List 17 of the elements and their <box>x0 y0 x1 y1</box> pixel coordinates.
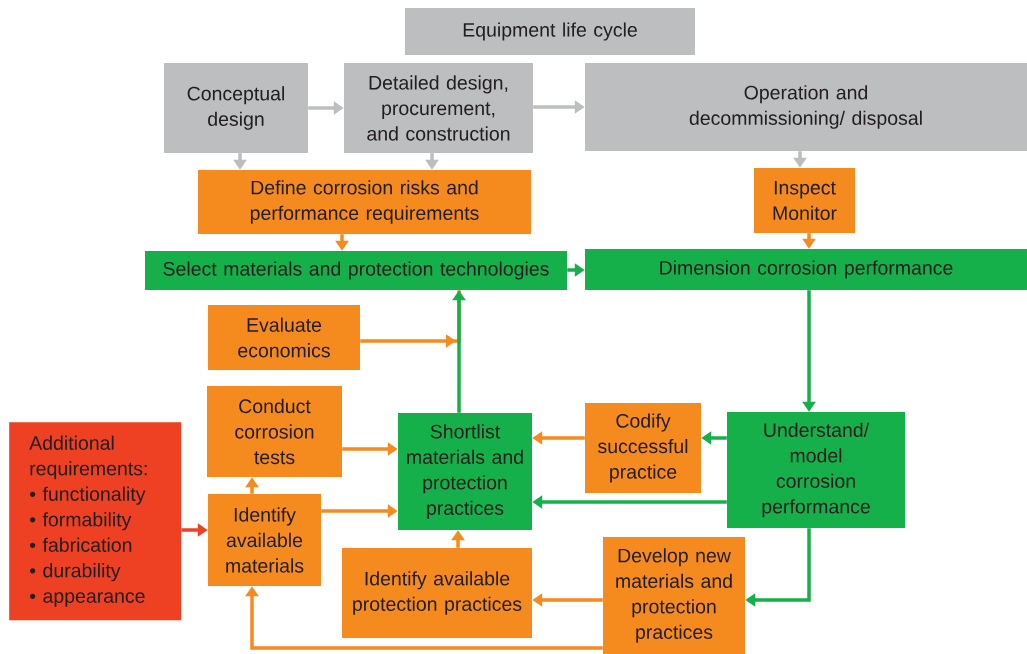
requirements-box: Additional requirements: • functionality • formability • fabrication • durability • appearance <box>9 422 182 621</box>
process-box: Understand/ model corrosion performance <box>727 412 905 528</box>
process-box: Shortlist materials and protection practices <box>398 413 532 530</box>
stage-box: Conceptual design <box>164 63 308 153</box>
process-box: Conduct corrosion tests <box>207 386 342 477</box>
process-box: Inspect Monitor <box>754 168 855 233</box>
stage-box: Equipment life cycle <box>405 8 695 55</box>
process-box: Evaluate economics <box>208 305 360 370</box>
process-box: Dimension corrosion performance <box>585 249 1027 290</box>
process-box: Define corrosion risks and performance requirements <box>198 170 531 234</box>
process-box: Codify successful practice <box>585 403 701 493</box>
stage-box: Operation and decommissioning/ disposal <box>585 63 1027 151</box>
process-box: Identify available protection practices <box>342 548 532 638</box>
process-box: Select materials and protection technologies <box>145 251 567 290</box>
process-box: Identify available materials <box>208 494 321 586</box>
process-box: Develop new materials and protection practices <box>603 537 745 654</box>
stage-box: Detailed design, procurement, and construction <box>344 63 533 153</box>
